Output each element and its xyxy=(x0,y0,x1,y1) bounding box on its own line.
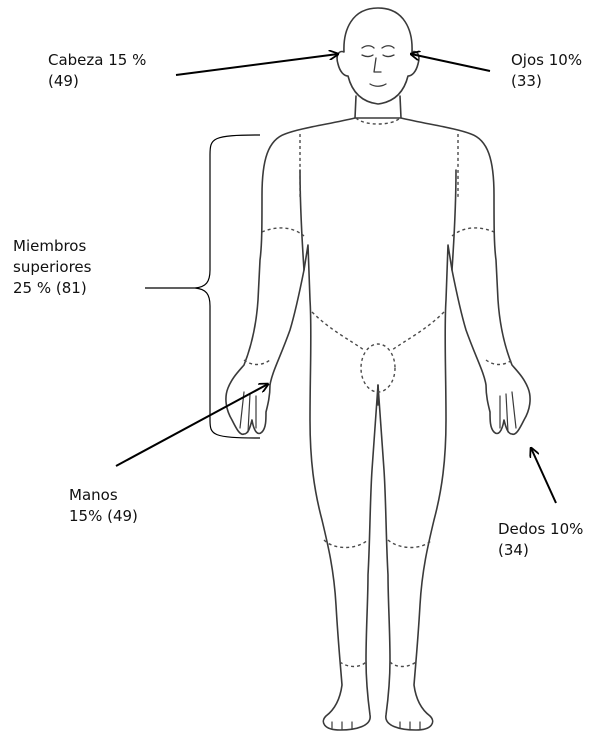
label-miembros-line1: Miembros xyxy=(13,236,91,257)
body-outline xyxy=(226,118,530,730)
label-cabeza-line1: Cabeza 15 % xyxy=(48,50,146,71)
label-dedos: Dedos 10% (34) xyxy=(498,519,583,561)
label-ojos-line1: Ojos 10% xyxy=(511,50,582,71)
label-manos-line2: 15% (49) xyxy=(69,506,138,527)
label-cabeza: Cabeza 15 % (49) xyxy=(48,50,146,92)
label-dedos-line2: (34) xyxy=(498,540,583,561)
arrow-head xyxy=(176,54,338,75)
label-cabeza-line2: (49) xyxy=(48,71,146,92)
label-manos: Manos 15% (49) xyxy=(69,485,138,527)
label-dedos-line1: Dedos 10% xyxy=(498,519,583,540)
label-ojos: Ojos 10% (33) xyxy=(511,50,582,92)
label-miembros-line2: superiores xyxy=(13,257,91,278)
arrow-fingers xyxy=(531,448,556,503)
label-miembros-line3: 25 % (81) xyxy=(13,278,91,299)
head-outline xyxy=(337,8,419,104)
human-figure xyxy=(226,8,530,730)
label-manos-line1: Manos xyxy=(69,485,138,506)
label-miembros-superiores: Miembros superiores 25 % (81) xyxy=(13,236,91,299)
arrow-eyes xyxy=(411,54,490,71)
label-ojos-line2: (33) xyxy=(511,71,582,92)
